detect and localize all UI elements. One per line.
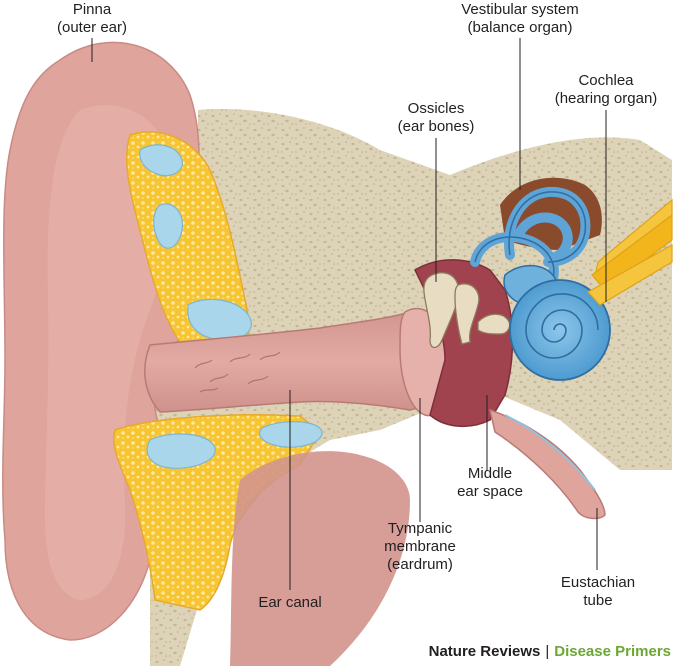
upper-fluid-3 — [187, 298, 252, 341]
journal-name: Nature Reviews — [428, 643, 541, 660]
journal-credit: Nature Reviews|Disease Primers — [429, 643, 671, 660]
ossicle-stapes — [477, 313, 511, 335]
upper-fluid-2 — [153, 203, 184, 249]
label-middle-ear-space: Middle ear space — [457, 465, 523, 500]
series-name: Disease Primers — [554, 643, 671, 660]
cochlea-spiral — [525, 293, 599, 359]
label-cochlea: Cochlea (hearing organ) — [554, 72, 658, 107]
leader-lines — [91, 38, 607, 590]
lower-soft-tissue — [230, 451, 410, 666]
lower-fluid-2 — [258, 421, 323, 448]
eustachian-tube-shape — [488, 408, 606, 520]
upper-fluid-1 — [139, 144, 183, 177]
ossicle-incus — [454, 283, 480, 345]
label-ossicles: Ossicles (ear bones) — [397, 100, 475, 135]
credit-separator: | — [545, 643, 550, 660]
ear-canal-shape — [144, 311, 431, 413]
label-tympanic-membrane: Tympanic membrane (eardrum) — [384, 520, 456, 573]
label-pinna: Pinna (outer ear) — [56, 1, 128, 36]
label-vestibular-system: Vestibular system (balance organ) — [461, 1, 579, 36]
auditory-nerve — [587, 198, 673, 306]
canal-hairs — [194, 351, 281, 393]
label-eustachian-tube: Eustachian tube — [560, 574, 636, 609]
lower-fluid-1 — [146, 433, 216, 469]
label-ear-canal: Ear canal — [258, 594, 322, 611]
